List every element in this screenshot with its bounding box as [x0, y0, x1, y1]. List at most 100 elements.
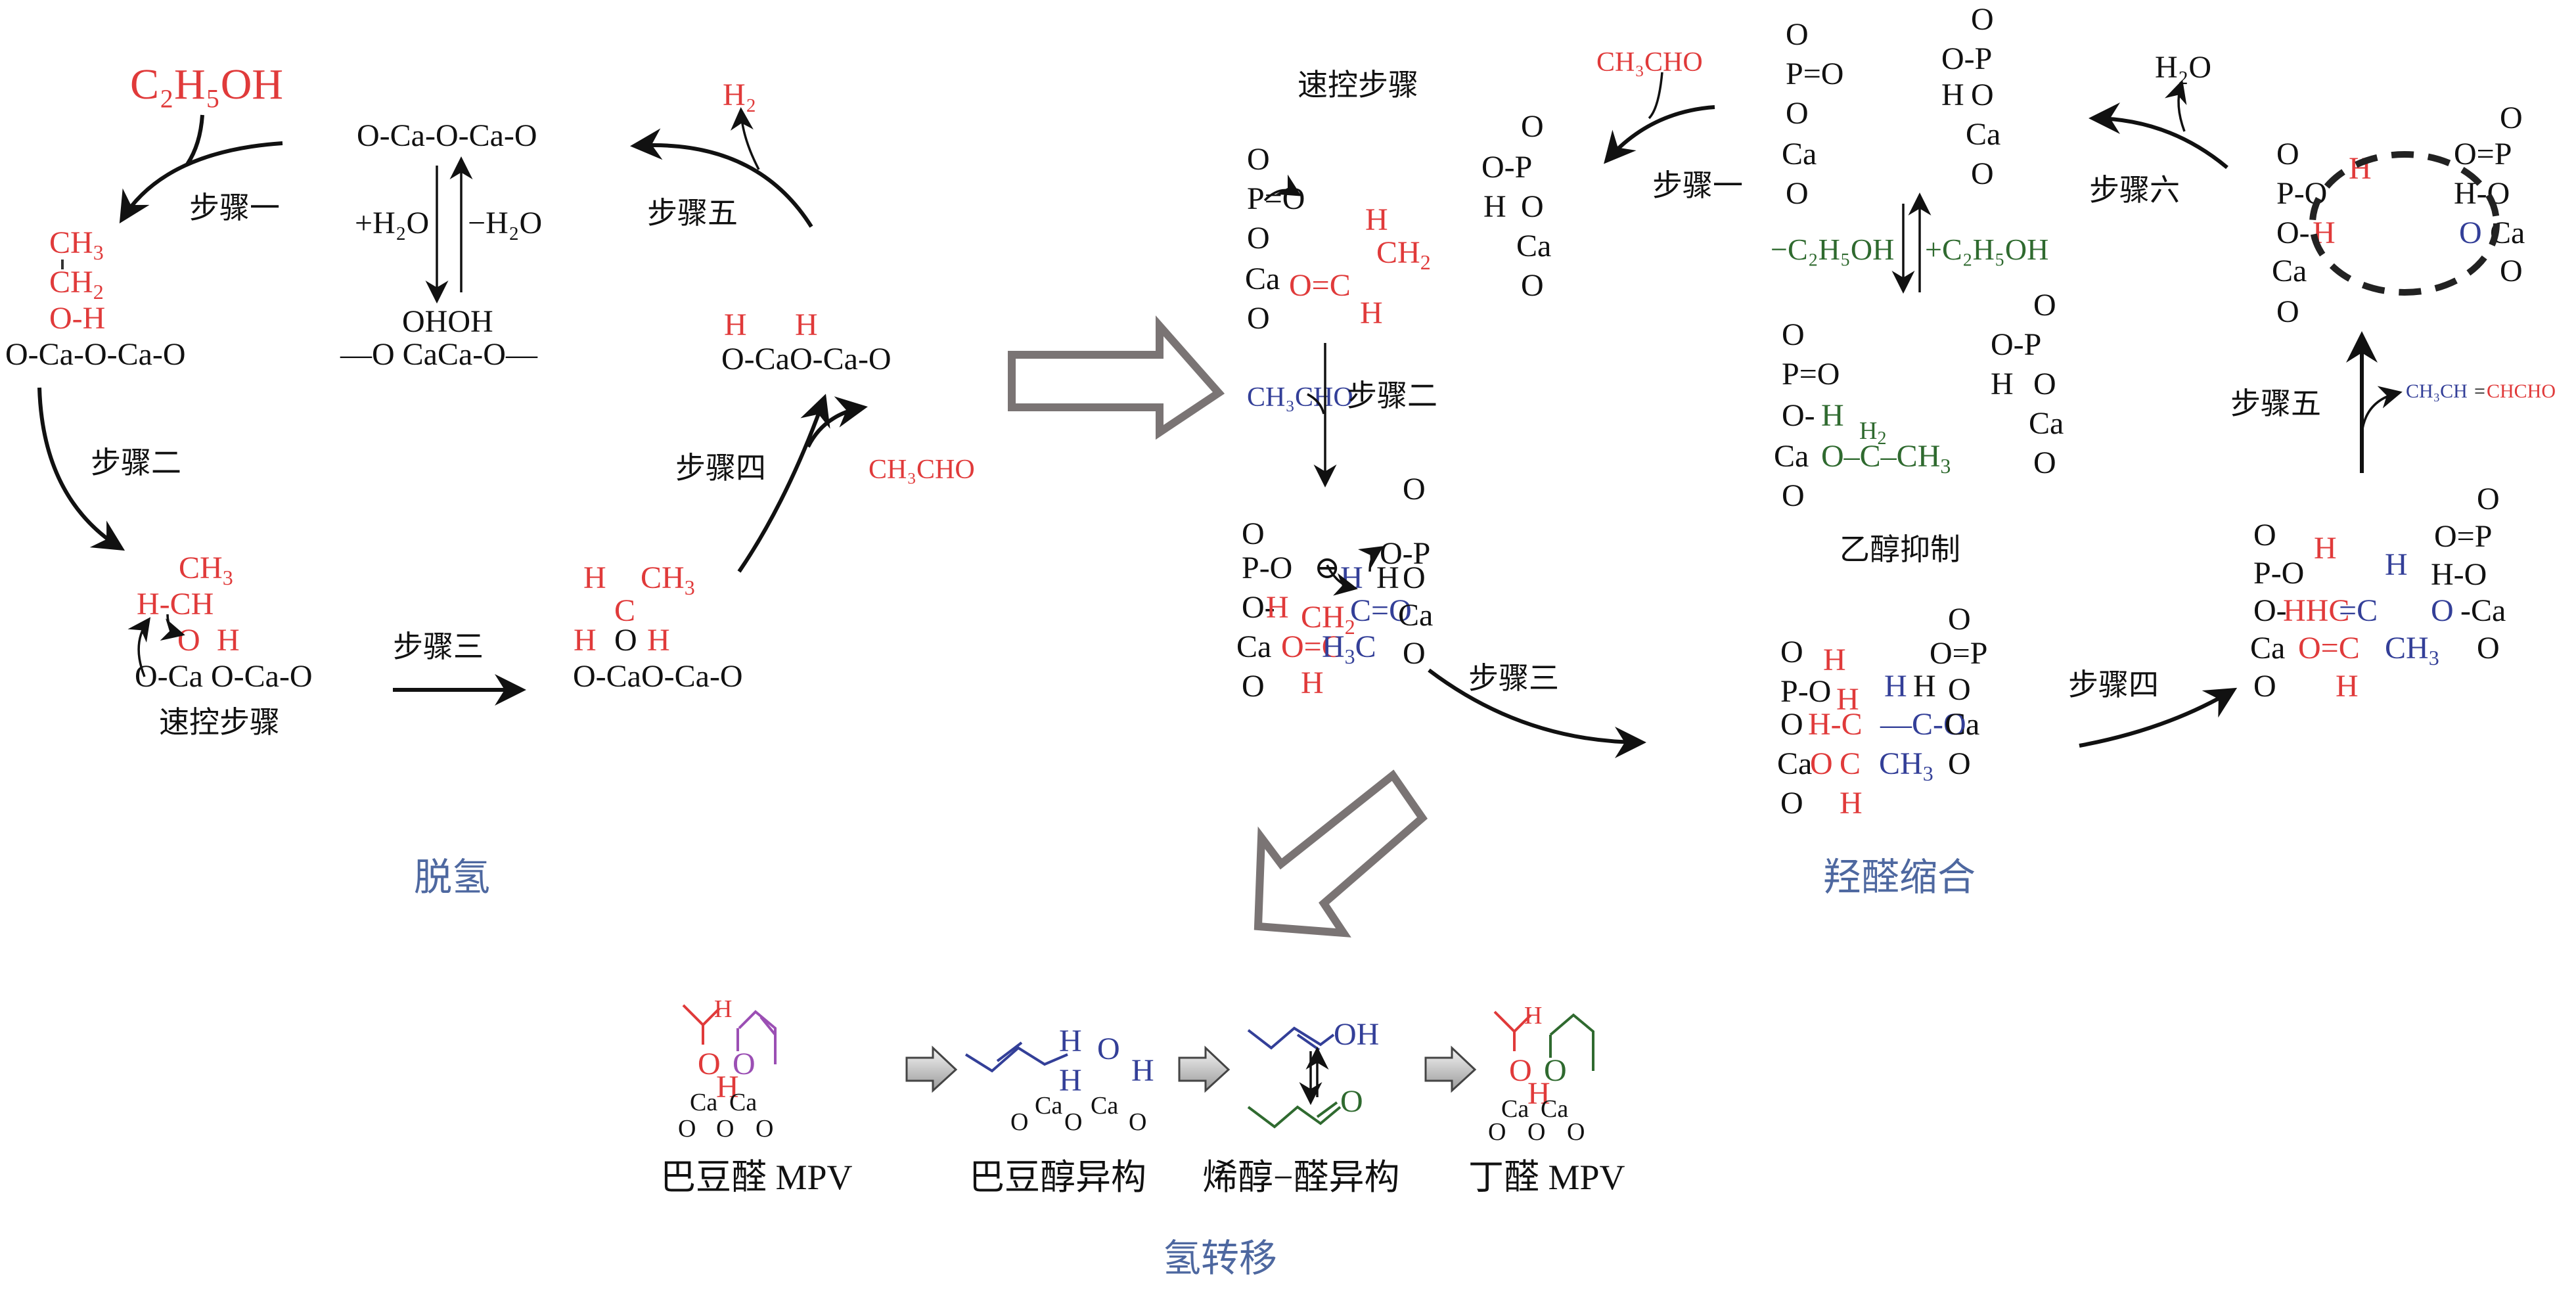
hydroxylated-surface-top: OHOH: [402, 304, 493, 339]
section-hydrogen-transfer: 氢转移: [1163, 1237, 1277, 1280]
enol-oh: OH: [1334, 1017, 1379, 1052]
svg-text:H: H: [1266, 590, 1289, 625]
h2-release-arrow: [730, 107, 760, 170]
svg-text:O: O: [1948, 602, 1971, 637]
svg-text:O=C: O=C: [1289, 268, 1351, 303]
svg-text:H: H: [716, 1070, 739, 1104]
svg-text:H: H: [1301, 666, 1324, 700]
svg-text:H: H: [1524, 1002, 1542, 1030]
svg-text:O: O: [1247, 142, 1270, 177]
svg-text:H: H: [2336, 669, 2359, 704]
rls-hch: H-CH: [137, 587, 214, 622]
svg-text:Ca: Ca: [2250, 631, 2285, 666]
aldol-step4-label: 步骤四: [2068, 668, 2159, 702]
svg-text:O-: O-: [2276, 215, 2310, 250]
svg-text:H: H: [2385, 547, 2408, 582]
svg-text:O: O: [1780, 635, 1803, 669]
rate-limiting-label-left: 速控步骤: [159, 706, 280, 739]
svg-text:H: H: [1340, 560, 1363, 595]
svg-text:O=C: O=C: [2298, 631, 2360, 666]
crotonaldehyde-part2: CHCHO: [2487, 380, 2556, 402]
svg-text:O: O: [2477, 631, 2500, 666]
svg-text:O: O: [2477, 482, 2500, 516]
svg-text:O=P: O=P: [1930, 636, 1987, 671]
step4-label: 步骤四: [675, 451, 766, 485]
svg-text:O: O: [1403, 560, 1426, 595]
svg-text:Ca: Ca: [1236, 629, 1271, 664]
svg-text:H: H: [1527, 1076, 1550, 1111]
water-product: H₂O: [2155, 50, 2211, 85]
svg-text:O: O: [1780, 707, 1803, 742]
aldol-step5-label: 步骤五: [2230, 387, 2321, 420]
svg-text:O: O: [756, 1115, 773, 1143]
svg-text:CH3: CH3: [2385, 631, 2439, 669]
svg-text:H: H: [1913, 669, 1936, 704]
stage4-label: 丁醛 MPV: [1468, 1158, 1625, 1197]
svg-text:Ca: Ca: [2272, 254, 2307, 288]
cao-surface-hydrogenated: O-CaO-Ca-O: [721, 342, 892, 376]
acetaldehyde-second-reactant: CH₃CHO: [1247, 382, 1353, 413]
rls-ch3: CH3: [179, 551, 233, 589]
svg-text:Ca: Ca: [2029, 406, 2064, 441]
rls-h: H: [217, 623, 240, 658]
aldol-panel: 速控步骤 O P=O O Ca O O=C H CH2 H CH₃CHO 步骤一…: [1236, 2, 2556, 899]
svg-text:O: O: [1786, 17, 1809, 52]
svg-text:H: H: [1059, 1063, 1082, 1098]
aldol-step4-arrow: [2079, 687, 2238, 748]
plus-ethanol-label: +C₂H₅OH: [1925, 233, 2048, 266]
minus-water-label: −H₂O: [468, 206, 542, 240]
cao-surface-after: O-CaO-Ca-O: [573, 659, 743, 694]
step4-arrow: [737, 394, 830, 573]
water-elimination-ring: [2309, 151, 2500, 296]
svg-text:P=O: P=O: [1782, 357, 1840, 392]
svg-text:O: O: [2033, 445, 2056, 480]
svg-text:P-O: P-O: [2276, 176, 2327, 211]
svg-text:O: O: [1971, 2, 1994, 37]
svg-text:O: O: [1971, 156, 1994, 191]
svg-text:H: H: [1836, 682, 1859, 717]
svg-text:O=P: O=P: [2454, 137, 2512, 171]
step5-label: 步骤五: [647, 196, 738, 230]
ald-h-right: H: [647, 623, 670, 658]
svg-text:Ca: Ca: [1245, 261, 1280, 296]
ethoxy-oh: O-H: [49, 301, 105, 336]
svg-text:P-O: P-O: [1780, 674, 1831, 709]
step5-arrow: [630, 128, 813, 228]
svg-text:O: O: [1782, 317, 1805, 352]
svg-text:Ca: Ca: [729, 1089, 757, 1116]
svg-text:O: O: [2033, 288, 2056, 323]
svg-text:O: O: [1544, 1053, 1567, 1088]
svg-text:C=O: C=O: [1350, 593, 1412, 628]
acetaldehyde-release-arrow: [806, 396, 868, 448]
ethoxy-ch2: CH2: [49, 265, 104, 304]
svg-text:H: H: [2314, 531, 2337, 566]
svg-text:O: O: [1242, 669, 1265, 704]
svg-text:O-: O-: [2253, 593, 2287, 628]
svg-text:O: O: [1786, 96, 1809, 131]
svg-text:Ca: Ca: [1966, 117, 2000, 152]
svg-text:Ca: Ca: [1777, 746, 1812, 781]
svg-text:H-C: H-C: [1808, 707, 1863, 742]
svg-text:O: O: [1567, 1118, 1585, 1146]
svg-text:O-: O-: [1782, 398, 1815, 433]
svg-text:=C: =C: [2339, 593, 2378, 628]
svg-text:H: H: [1941, 78, 1964, 112]
svg-text:O-P: O-P: [1941, 41, 1992, 76]
svg-text:P-O: P-O: [1242, 551, 1292, 585]
step1-arrow: [119, 141, 283, 224]
aldol-step1-arrow: [1604, 105, 1715, 164]
svg-text:H: H: [1884, 669, 1907, 704]
svg-text:O: O: [1242, 516, 1265, 551]
svg-text:O: O: [1810, 746, 1833, 781]
svg-text:O: O: [2459, 215, 2482, 250]
svg-text:O-: O-: [1242, 590, 1275, 625]
surf-h2: H: [795, 307, 818, 342]
svg-text:CH2: CH2: [1376, 235, 1431, 274]
svg-text:O: O: [1521, 109, 1544, 144]
step1-label: 步骤一: [189, 191, 280, 225]
plus-water-label: +H₂O: [355, 206, 429, 240]
stage2-label: 巴豆醇异构: [969, 1158, 1146, 1197]
svg-text:H: H: [1131, 1053, 1154, 1088]
acetaldehyde-reactant-right: CH₃CHO: [1596, 47, 1703, 78]
svg-text:Ca: Ca: [690, 1089, 717, 1116]
